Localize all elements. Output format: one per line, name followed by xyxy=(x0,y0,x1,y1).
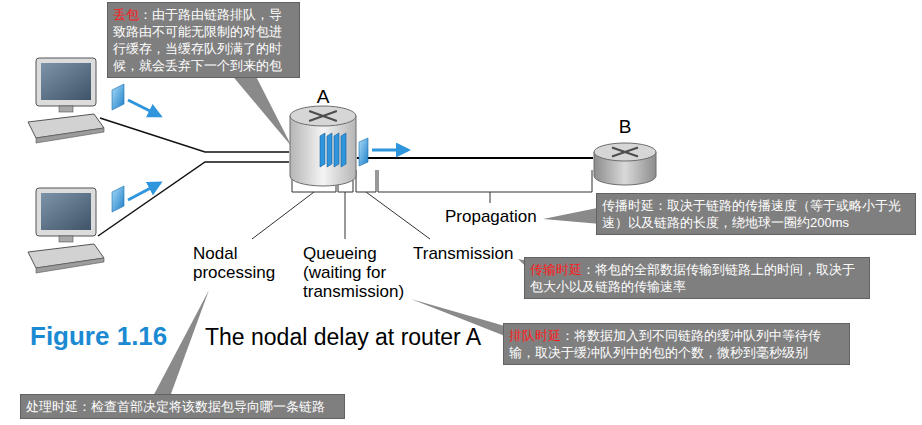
figure-caption: The nodal delay at router A xyxy=(205,324,525,351)
packet xyxy=(112,186,124,212)
callout-heading: 丢包 xyxy=(113,7,139,22)
access-links xyxy=(98,118,289,236)
callout-box: 丢包：由于路由链路排队，导致路由不可能无限制的对包进行缓存，当缓存队列满了的时候… xyxy=(107,2,300,78)
callout-heading: 传输时延 xyxy=(530,262,582,277)
delay-label: Transmission xyxy=(413,244,521,263)
bracket xyxy=(356,170,376,192)
callout-box: 传播时延：取决于链路的传播速度（等于或略小于光速）以及链路的长度，绕地球一圈约2… xyxy=(596,193,916,235)
link-line xyxy=(357,157,593,159)
router-top xyxy=(290,106,356,126)
packet xyxy=(359,138,368,166)
router-node: A xyxy=(289,88,357,190)
packet xyxy=(327,133,332,167)
packet xyxy=(334,133,339,167)
callout-box: 处理时延：检查首部决定将该数据包导向哪一条链路 xyxy=(20,394,345,419)
access-link xyxy=(100,118,289,152)
router-symbol xyxy=(309,111,337,121)
flow-arrow xyxy=(372,149,408,152)
leader-line xyxy=(252,192,314,239)
callout-text: ：由于路由链路排队，导致路由不可能无限制的对包进行缓存，当缓存队列满了的时候，就… xyxy=(113,7,282,73)
callout-text: 传播时延：取决于链路的传播速度（等于或略小于光速）以及链路的长度，绕地球一圈约2… xyxy=(602,198,901,230)
queued-packets xyxy=(320,133,346,167)
flow-arrow xyxy=(128,100,160,116)
flow-arrow xyxy=(128,183,160,200)
access-link xyxy=(98,162,289,236)
delay-label: Queueing (waiting for transmission) xyxy=(303,244,415,301)
router-label: A xyxy=(289,88,357,106)
packet xyxy=(112,84,124,110)
callout-box: 排队时延：将数据加入到不同链路的缓冲队列中等待传输，取决于缓冲队列中的包的个数，… xyxy=(503,323,850,365)
packet-flows xyxy=(112,84,408,212)
leader-line xyxy=(490,192,491,203)
router-top xyxy=(594,143,656,161)
packet xyxy=(320,133,325,167)
router-label: B xyxy=(593,118,657,136)
leader-line xyxy=(366,192,430,239)
router-node: B xyxy=(593,118,657,188)
host-computer xyxy=(28,58,104,143)
delay-label: Propagation xyxy=(445,207,545,226)
router-symbol xyxy=(612,148,638,157)
host-computer xyxy=(28,188,104,273)
packet xyxy=(341,133,346,167)
leader-line xyxy=(345,192,346,239)
callout-heading: 排队时延 xyxy=(509,328,561,343)
bracket xyxy=(378,170,592,192)
callout-text: 处理时延：检查首部决定将该数据包导向哪一条链路 xyxy=(26,399,325,414)
figure-number: Figure 1.16 xyxy=(30,321,180,351)
delay-label: Nodal processing xyxy=(193,244,293,282)
callout-box: 传输时延：将包的全部数据传输到链路上的时间，取决于包大小以及链路的传输速率 xyxy=(524,257,870,299)
